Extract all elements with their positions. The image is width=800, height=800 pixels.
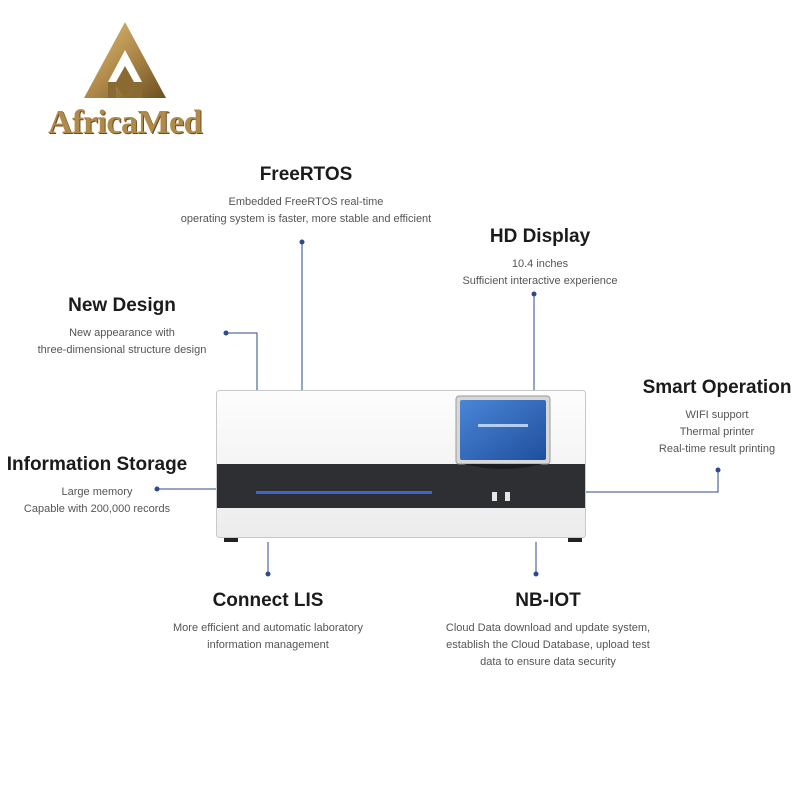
feature-line: Cloud Data download and update system, — [445, 622, 651, 634]
feature-line: Embedded FreeRTOS real-time — [228, 196, 384, 208]
feature-line: Sufficient interactive experience — [462, 275, 618, 287]
feature-smart-operation: Smart Operation WIFI support Thermal pri… — [634, 377, 800, 458]
connector-new-design — [226, 332, 258, 390]
device-foot-left — [224, 536, 238, 542]
feature-line: Large memory — [61, 486, 133, 498]
device-screen-ui — [478, 424, 528, 427]
dot-smart-operation — [715, 467, 721, 473]
feature-line: Thermal printer — [679, 426, 755, 438]
feature-title: Connect LIS — [212, 590, 324, 611]
feature-line: information management — [207, 639, 329, 651]
pyramid-logo-icon — [84, 22, 166, 98]
brand-name: AfricaMed — [47, 104, 203, 141]
dot-freertos — [299, 239, 305, 245]
dot-new-design — [223, 330, 229, 336]
dot-nb-iot — [533, 571, 539, 577]
feature-line: Capable with 200,000 records — [23, 503, 171, 515]
connector-smart-operation — [586, 470, 719, 493]
feature-line: three-dimensional structure design — [37, 344, 207, 356]
feature-line: Real-time result printing — [658, 443, 776, 455]
feature-nb-iot: NB-IOT Cloud Data download and update sy… — [418, 590, 678, 671]
feature-title: Smart Operation — [642, 377, 792, 398]
feature-connect-lis: Connect LIS More efficient and automatic… — [136, 590, 400, 654]
feature-line: data to ensure data security — [480, 656, 616, 668]
dot-information-storage — [154, 486, 160, 492]
feature-information-storage: Information Storage Large memory Capable… — [4, 454, 190, 518]
device-port-2 — [505, 492, 510, 501]
device-front-panel — [217, 464, 585, 508]
feature-line: WIFI support — [685, 409, 749, 421]
feature-line: More efficient and automatic laboratory — [173, 622, 363, 634]
feature-line: establish the Cloud Database, upload tes… — [446, 639, 650, 651]
feature-hd-display: HD Display 10.4 inches Sufficient intera… — [420, 226, 660, 290]
device-slot — [256, 491, 432, 494]
feature-line: 10.4 inches — [511, 258, 569, 270]
analyzer-device — [216, 390, 586, 542]
device-foot-right — [568, 536, 582, 542]
dot-connect-lis — [265, 571, 271, 577]
feature-title: New Design — [68, 295, 176, 316]
device-screen — [460, 400, 546, 460]
dot-hd-display — [531, 291, 537, 297]
africamed-logo: AfricaMed — [30, 20, 220, 150]
feature-line: operating system is faster, more stable … — [180, 213, 432, 225]
feature-line: New appearance with — [69, 327, 175, 339]
device-port-1 — [492, 492, 497, 501]
device-printer-lip — [464, 464, 542, 469]
feature-title: Information Storage — [6, 454, 188, 475]
feature-title: HD Display — [489, 226, 591, 247]
feature-freertos: FreeRTOS Embedded FreeRTOS real-time ope… — [156, 164, 456, 228]
feature-new-design: New Design New appearance with three-dim… — [12, 295, 232, 359]
feature-title: NB-IOT — [515, 590, 581, 611]
feature-title: FreeRTOS — [259, 164, 353, 185]
